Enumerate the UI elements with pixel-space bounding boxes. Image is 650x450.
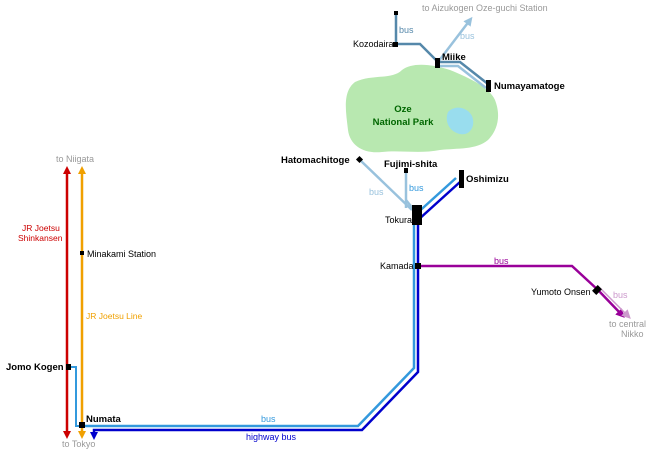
numata-label: Numata bbox=[86, 414, 122, 425]
ozegahara-lake bbox=[446, 107, 474, 135]
bus-kamada-yumoto bbox=[418, 264, 599, 291]
bus-miike-numayamatoge-light bbox=[440, 64, 487, 89]
bus-label-kozodaira: bus bbox=[399, 25, 414, 35]
bus-label-aizukogen: bus bbox=[460, 31, 475, 41]
bus-route-numata-tokura bbox=[82, 212, 416, 428]
numayamatoge-label: Numayamatoge bbox=[494, 81, 565, 92]
fujimi-shita-label: Fujimi-shita bbox=[384, 159, 438, 170]
joetsu-line-label: JR Joetsu Line bbox=[86, 311, 142, 321]
highway-bus-label: highway bus bbox=[246, 432, 297, 442]
bus-kozodaira-miike bbox=[394, 14, 439, 63]
miike-station-marker bbox=[435, 58, 440, 68]
bus-jomokogen-numata bbox=[69, 366, 82, 427]
tokura-label: Tokura bbox=[385, 215, 412, 225]
park-name-line1: Oze bbox=[394, 104, 411, 115]
minakami-label: Minakami Station bbox=[87, 249, 156, 259]
minakami-station-marker bbox=[80, 251, 84, 255]
kozodaira-station-marker bbox=[393, 42, 398, 47]
jomo-kogen-label: Jomo Kogen bbox=[6, 362, 64, 373]
bus-yumoto-nikko bbox=[597, 289, 625, 318]
oshimizu-label: Oshimizu bbox=[466, 174, 509, 185]
yumoto-onsen-station-marker bbox=[592, 285, 602, 295]
park-name-line2: National Park bbox=[373, 117, 434, 128]
kamada-station-marker bbox=[415, 263, 421, 269]
shinkansen-label-line1: JR Joetsu bbox=[22, 223, 60, 233]
bus-label-numata: bus bbox=[261, 414, 276, 424]
hatomachitoge-station-marker bbox=[355, 155, 364, 164]
dest-aizukogen: to Aizukogen Oze-guchi Station bbox=[422, 3, 548, 13]
tokura-station-marker bbox=[412, 205, 422, 225]
dest-central-nikko-2: Nikko bbox=[621, 329, 644, 339]
jomo-kogen-station-marker bbox=[66, 364, 71, 370]
bus-label-fujimi: bus bbox=[409, 183, 424, 193]
numayamatoge-station-marker bbox=[486, 80, 491, 92]
bus-label-hatomachi: bus bbox=[369, 187, 384, 197]
yumoto-onsen-label: Yumoto Onsen bbox=[531, 287, 591, 297]
bus-miike-numayamatoge-dark bbox=[438, 60, 489, 85]
bus-label-kamada: bus bbox=[494, 256, 509, 266]
numata-station-marker bbox=[79, 422, 85, 428]
oshimizu-station-marker bbox=[459, 170, 464, 188]
dest-central-nikko-1: to central bbox=[609, 319, 646, 329]
dest-niigata: to Niigata bbox=[56, 154, 94, 164]
miike-label: Miike bbox=[442, 52, 466, 63]
highway-bus-route bbox=[90, 212, 420, 440]
kozodaira-label: Kozodaira bbox=[353, 39, 394, 49]
bus-tokura-hatomachitoge bbox=[359, 159, 413, 211]
fujimishita-station-marker bbox=[404, 168, 408, 173]
oze-national-park-area bbox=[345, 64, 499, 153]
bus-miike-aizukogen bbox=[437, 16, 473, 63]
shinkansen-label-line2: Shinkansen bbox=[18, 233, 63, 243]
hatomachitoge-label: Hatomachitoge bbox=[281, 155, 350, 166]
dest-tokyo: to Tokyo bbox=[62, 439, 95, 449]
kamada-label: Kamada bbox=[380, 261, 414, 271]
kozodaira-top-marker bbox=[394, 11, 398, 15]
bus-tokura-oshimizu-dark bbox=[417, 181, 461, 221]
bus-label-yumoto: bus bbox=[613, 290, 628, 300]
bus-yumoto-nikko-light bbox=[599, 287, 631, 319]
